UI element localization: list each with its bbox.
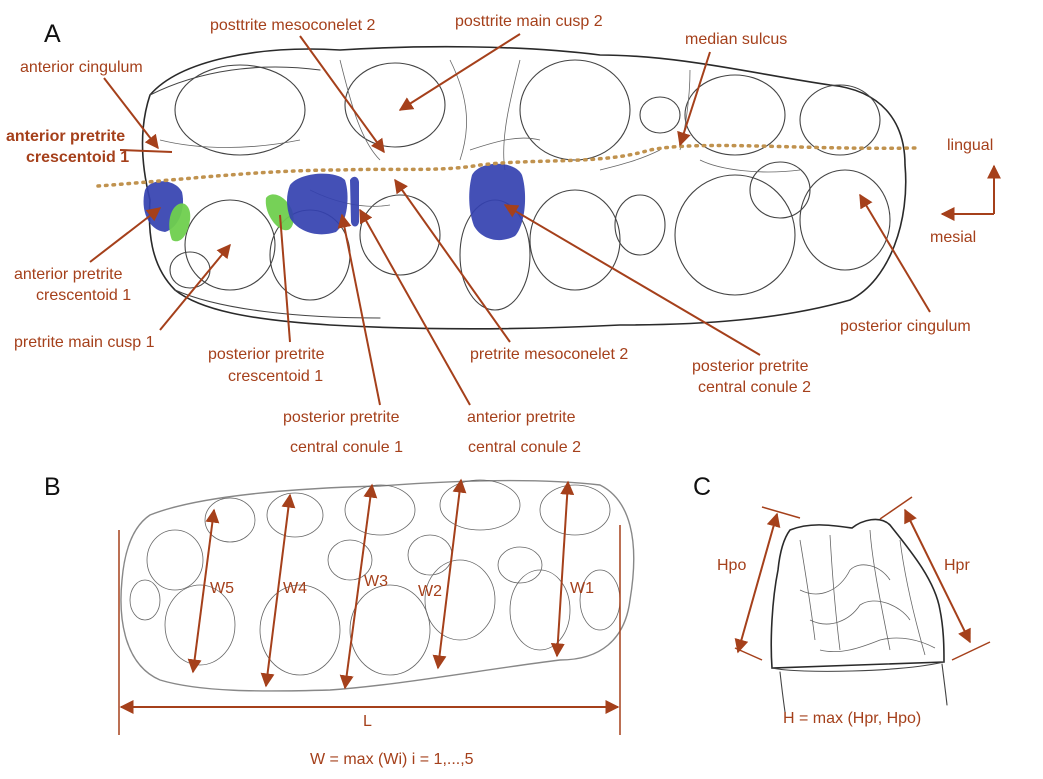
tooth-b-occlusal-view [120,479,635,692]
w2-arrow [432,478,467,670]
panel-b-letter: B [44,473,61,501]
label-hpo: Hpo [717,557,746,574]
label-length: L [363,713,372,730]
label-posterior-pretrite-crescentoid-1-l2: crescentoid 1 [228,368,323,385]
panel-a: A [6,13,1001,456]
label-mesial: mesial [930,229,976,246]
arrow-anterior-pretrite-crescentoid-top [119,149,173,153]
label-pretrite-mesoconelet-2: pretrite mesoconelet 2 [470,346,628,363]
label-posterior-pretrite-central-conule-1-l1: posterior pretrite [283,409,400,426]
hpo-arrow [734,512,781,654]
label-lingual: lingual [947,137,993,154]
arrow-posttrite-mesoconelet-2 [299,35,385,154]
anterior-green-crescentoid-shape [169,203,191,242]
tooth-c-lateral-view [770,518,948,713]
arrow-anterior-cingulum [103,77,159,150]
height-formula: H = max (Hpr, Hpo) [783,710,921,727]
hpr-arrow [904,508,971,644]
label-posterior-pretrite-central-conule-1-l2: central conule 1 [290,439,403,456]
label-posttrite-mesoconelet-2: posttrite mesoconelet 2 [210,17,376,34]
label-pretrite-main-cusp-1: pretrite main cusp 1 [14,334,155,351]
arrow-median-sulcus [677,51,711,147]
posterior-pretrite-central-conule-1-shape [287,173,348,235]
label-posterior-pretrite-central-conule-2-l1: posterior pretrite [692,358,809,375]
arrow-posttrite-main-cusp-2 [398,33,521,111]
pretrite-structures [143,163,526,242]
w3-arrow [339,483,378,690]
hpo-top-tick [761,506,801,519]
label-posterior-pretrite-crescentoid-1-l1: posterior pretrite [208,346,325,363]
label-anterior-pretrite-crescentoid-1-l1: anterior pretrite [14,266,123,283]
label-w4: W4 [283,580,307,597]
label-posttrite-main-cusp-2: posttrite main cusp 2 [455,13,603,30]
label-w3: W3 [364,573,388,590]
label-anterior-pretrite-central-conule-2-l1: anterior pretrite [467,409,576,426]
label-anterior-pretrite-central-conule-2-l2: central conule 2 [468,439,581,456]
width-formula: W = max (Wi) i = 1,...,5 [310,751,474,768]
panel-a-letter: A [44,20,61,48]
arrow-pretrite-mesoconelet-2 [394,178,511,343]
w4-arrow [260,493,296,688]
arrow-posterior-pretrite-central-conule-2 [503,204,761,356]
anterior-pretrite-central-conule-2-shape [350,176,359,227]
arrow-anterior-pretrite-central-conule-2 [359,208,471,406]
arrow-pretrite-main-cusp-1 [159,243,231,331]
label-posterior-pretrite-central-conule-2-l2: central conule 2 [698,379,811,396]
arrow-posterior-pretrite-crescentoid-1 [279,214,291,343]
label-median-sulcus: median sulcus [685,31,787,48]
pretrite-mesoconelet-2-shape [469,163,526,241]
label-w2: W2 [418,583,442,600]
tooth-a-occlusal-view [141,45,907,330]
median-sulcus-line [96,143,917,188]
leader-lines-a [89,33,1001,406]
label-anterior-pretrite-crescentoid-1-top-l1: anterior pretrite [6,128,125,145]
width-arrows [187,478,575,690]
w1-arrow [550,480,575,658]
arrow-posterior-pretrite-central-conule-1 [337,213,381,406]
arrow-posterior-cingulum [859,193,931,313]
panel-c-letter: C [693,473,711,501]
label-anterior-cingulum: anterior cingulum [20,59,143,76]
label-posterior-cingulum: posterior cingulum [840,318,971,335]
arrow-anterior-pretrite-crescentoid-1 [89,207,162,263]
label-anterior-pretrite-crescentoid-1-l2: crescentoid 1 [36,287,131,304]
posterior-pretrite-crescentoid-1-shape [265,194,294,231]
panel-b: B W5 W4 [44,473,635,768]
label-w1: W1 [570,580,594,597]
label-hpr: Hpr [944,557,970,574]
label-anterior-pretrite-crescentoid-1-top-l2: crescentoid 1 [26,149,129,166]
hpr-bottom-tick [951,641,991,661]
panel-c: C Hpo Hpr H = max (Hpr, Hpo) [693,473,991,727]
label-w5: W5 [210,580,234,597]
w5-arrow [187,508,220,674]
hpr-top-tick [879,496,913,520]
